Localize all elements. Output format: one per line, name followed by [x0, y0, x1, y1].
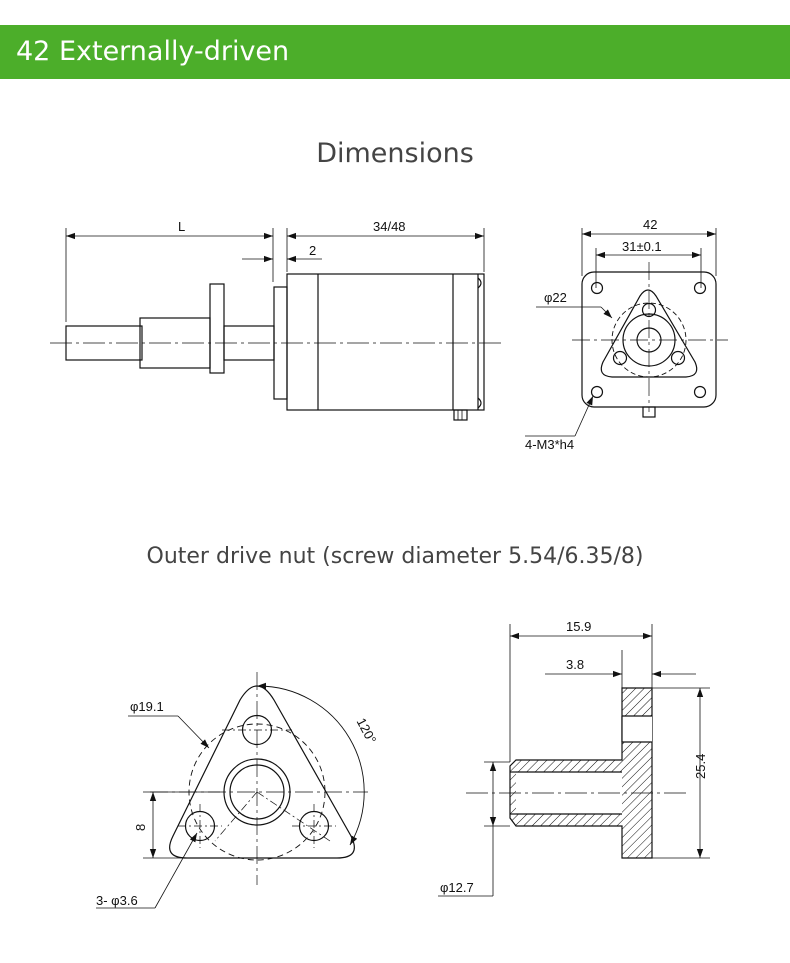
- nut-heading: Outer drive nut (screw diameter 5.54/6.3…: [146, 544, 644, 569]
- header-bar: 42 Externally-driven: [0, 25, 790, 79]
- nut-side-dimension-labels: 15.9 3.8 25.4 φ12.7: [440, 619, 708, 895]
- dim-angle-label: 120°: [354, 715, 380, 746]
- dim-length-label: 15.9: [566, 619, 591, 634]
- dim-holes-label: 3- φ3.6: [96, 893, 138, 908]
- motor-side-dimension-labels: L 34/48 2: [178, 219, 406, 258]
- dim-flange-label: 2: [309, 243, 316, 258]
- dimensions-heading: Dimensions: [316, 138, 474, 169]
- motor-front-view: [525, 228, 728, 437]
- dim-hole-spacing-label: 31±0.1: [622, 239, 662, 254]
- motor-side-view: [50, 228, 505, 421]
- dim-length-label: L: [178, 219, 185, 234]
- dim-width-label: 42: [643, 217, 657, 232]
- nut-front-dimension-labels: φ19.1 120° 8 3- φ3.6: [96, 699, 379, 908]
- dim-bore-label: φ12.7: [440, 880, 474, 895]
- dim-flange-label: 3.8: [566, 657, 584, 672]
- dim-offset-label: 8: [133, 824, 148, 831]
- dim-diameter-label: φ19.1: [130, 699, 164, 714]
- nut-front-view: [96, 672, 368, 909]
- dim-boss-label: φ22: [544, 290, 567, 305]
- dim-holes-label: 4-M3*h4: [525, 437, 574, 452]
- dim-height-label: 25.4: [693, 754, 708, 779]
- page-title: 42 Externally-driven: [16, 36, 290, 67]
- motor-front-dimension-labels: 42 31±0.1 φ22 4-M3*h4: [525, 217, 662, 452]
- nut-side-view: [438, 624, 710, 897]
- dim-body-label: 34/48: [373, 219, 406, 234]
